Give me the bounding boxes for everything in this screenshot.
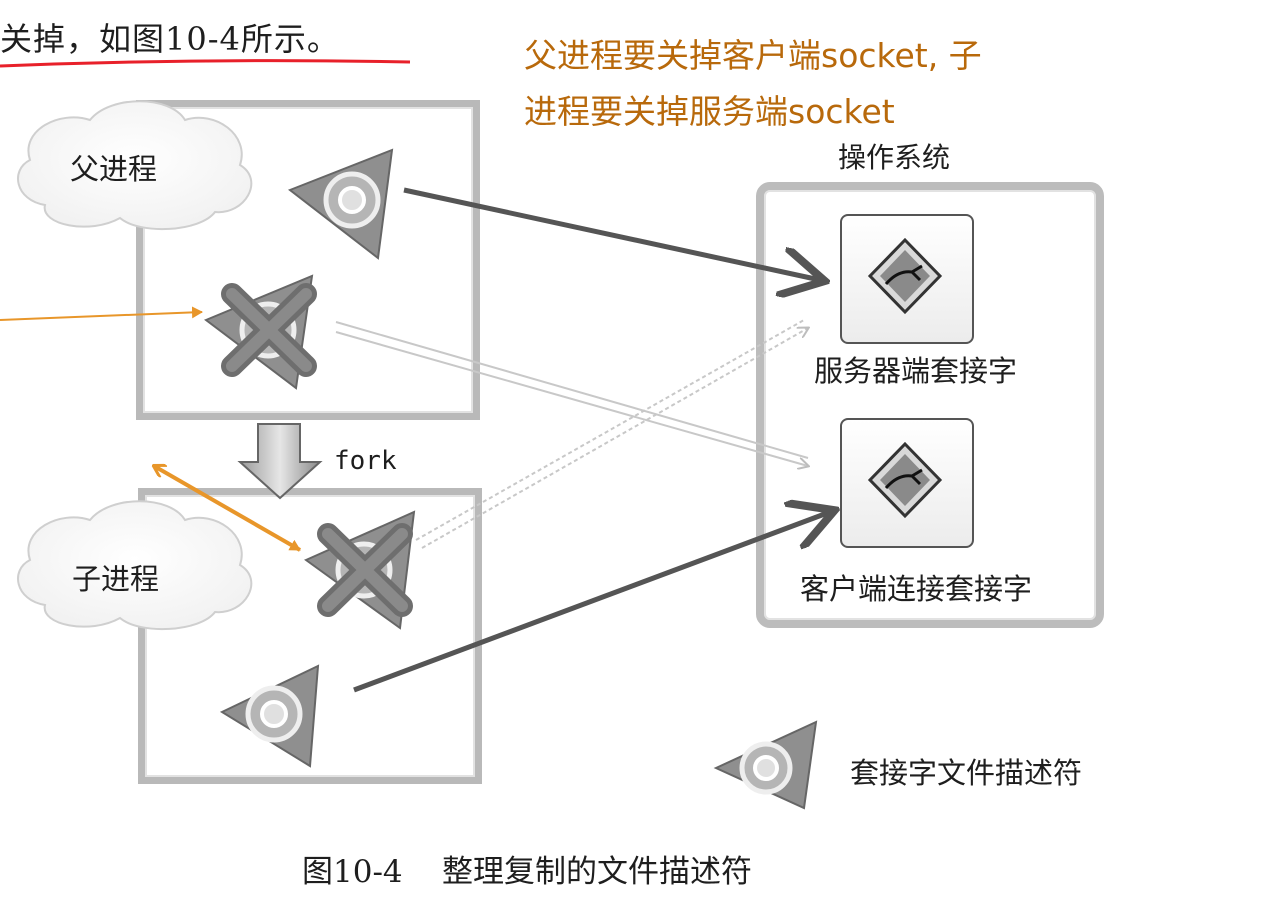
client-socket-diamond-icon [867, 441, 943, 519]
parent-client-fd-icon [287, 148, 394, 260]
child-process-label: 子进程 [72, 562, 160, 596]
parent-to-client-socket-arrow [403, 187, 820, 280]
parent-server-fd-closed-icon [204, 274, 317, 390]
top-text: 关掉，如图10-4所示。 [0, 20, 340, 58]
annotation-text: 父进程要关掉客户端socket, 子 进程要关掉服务端socket [524, 28, 982, 140]
legend-label: 套接字文件描述符 [850, 756, 1083, 790]
server-socket-diamond-icon [867, 237, 943, 315]
client-socket-label: 客户端连接套接字 [800, 572, 1033, 606]
orange-pointer-arrow [0, 306, 203, 321]
orange-double-arrow [154, 466, 301, 552]
legend-fd-icon [713, 720, 818, 810]
server-socket-label: 服务器端套接字 [814, 354, 1018, 388]
annotation-line-1: 父进程要关掉客户端socket, 子 [524, 36, 982, 75]
parent-closed-server-arrow [335, 321, 808, 466]
annotation-line-2: 进程要关掉服务端socket [524, 92, 895, 131]
child-to-server-socket-arrow [353, 512, 830, 693]
os-title: 操作系统 [838, 141, 951, 174]
figure-caption: 图10-4 整理复制的文件描述符 [302, 854, 753, 890]
parent-cloud-shape [17, 100, 253, 231]
red-underline [0, 59, 411, 68]
fork-label: fork [334, 446, 397, 476]
fork-arrow [237, 423, 323, 500]
child-client-fd-closed-icon [304, 510, 416, 630]
child-server-fd-icon [219, 664, 320, 768]
child-closed-client-arrow [415, 319, 808, 549]
parent-process-label: 父进程 [70, 152, 158, 186]
